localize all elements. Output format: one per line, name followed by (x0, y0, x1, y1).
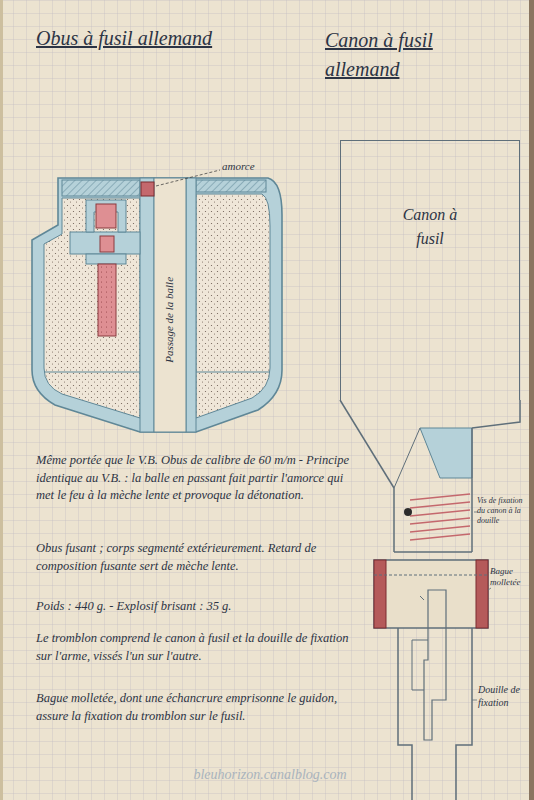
page-edge (0, 0, 3, 800)
part-label: Vis de fixation du canon à la douille (477, 496, 529, 526)
page-edge (529, 0, 534, 800)
rifle-launcher-drawing (340, 400, 520, 800)
watermark: bleuhorizon.canalblog.com (150, 766, 390, 784)
thread-stroke (410, 502, 470, 508)
note-text: Le tromblon comprend le canon à fusil et… (36, 630, 358, 665)
thread-stroke (410, 526, 470, 532)
note-text: Obus fusant ; corps segmenté extérieurem… (36, 540, 358, 575)
part-label: Passage de la balle (163, 250, 177, 390)
part-label: Douille de fixation (478, 684, 529, 709)
thread-stroke (410, 510, 470, 516)
note-text: Même portée que le V.B. Obus de calibre … (36, 452, 358, 505)
thread-stroke (410, 494, 470, 500)
launcher-barrel: Canon à fusil (340, 140, 520, 400)
note-text: Poids : 440 g. - Explosif brisant : 35 g… (36, 598, 358, 616)
note-text: Bague molletée, dont une échancrure empr… (36, 690, 358, 725)
thread-stroke (410, 534, 470, 540)
thread-stroke (410, 518, 470, 524)
callout-label: amorce (222, 160, 282, 174)
shell-drawing (32, 170, 282, 432)
title: Obus à fusil allemand (36, 26, 276, 51)
part-label: Bague molletée (490, 566, 530, 589)
barrel-label: Canon à fusil (394, 203, 466, 251)
title: Canon à fusil allemand (325, 26, 485, 84)
